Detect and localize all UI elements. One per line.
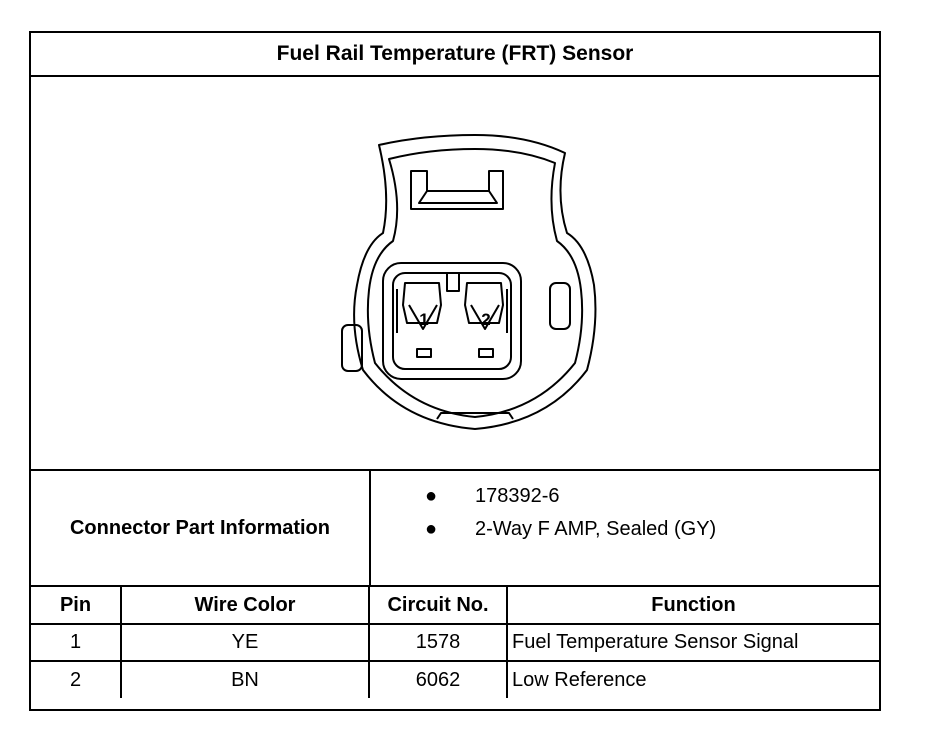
wire-color: BN [120,660,370,698]
circuit-number: 6062 [368,660,508,698]
table-row: 1 YE 1578 Fuel Temperature Sensor Signal [31,623,879,662]
pin-table-header: Pin Wire Color Circuit No. Function [31,587,879,625]
circuit-number: 1578 [368,623,508,662]
connector-description: 2-Way F AMP, Sealed (GY) [475,518,717,540]
header-pin: Pin [31,587,122,625]
table-row: 2 BN 6062 Low Reference [31,660,879,698]
header-circuit-no: Circuit No. [368,587,508,625]
connector-info-label: Connector Part Information [31,471,371,585]
bullet-icon: ● [425,485,438,507]
wire-color: YE [120,623,370,662]
header-wire-color: Wire Color [120,587,370,625]
pin-label-1: 1 [419,310,428,329]
connector-document: Fuel Rail Temperature (FRT) Sensor [29,31,881,711]
connector-info-list: ● 178392-6 ● 2-Way F AMP, Sealed (GY) [371,471,879,585]
connector-face-icon: 1 2 [341,134,597,430]
part-number: 178392-6 [475,485,560,507]
connector-part-information: Connector Part Information ● 178392-6 ● … [31,469,879,587]
pin-function: Low Reference [506,660,879,698]
document-title: Fuel Rail Temperature (FRT) Sensor [31,33,879,77]
pin-number: 2 [31,660,122,698]
connector-drawing: 1 2 [31,75,879,469]
pin-number: 1 [31,623,122,662]
header-function: Function [506,587,879,625]
bullet-icon: ● [425,518,438,540]
pin-function: Fuel Temperature Sensor Signal [506,623,879,662]
pin-label-2: 2 [481,310,490,329]
pin-table: Pin Wire Color Circuit No. Function 1 YE… [31,587,879,698]
